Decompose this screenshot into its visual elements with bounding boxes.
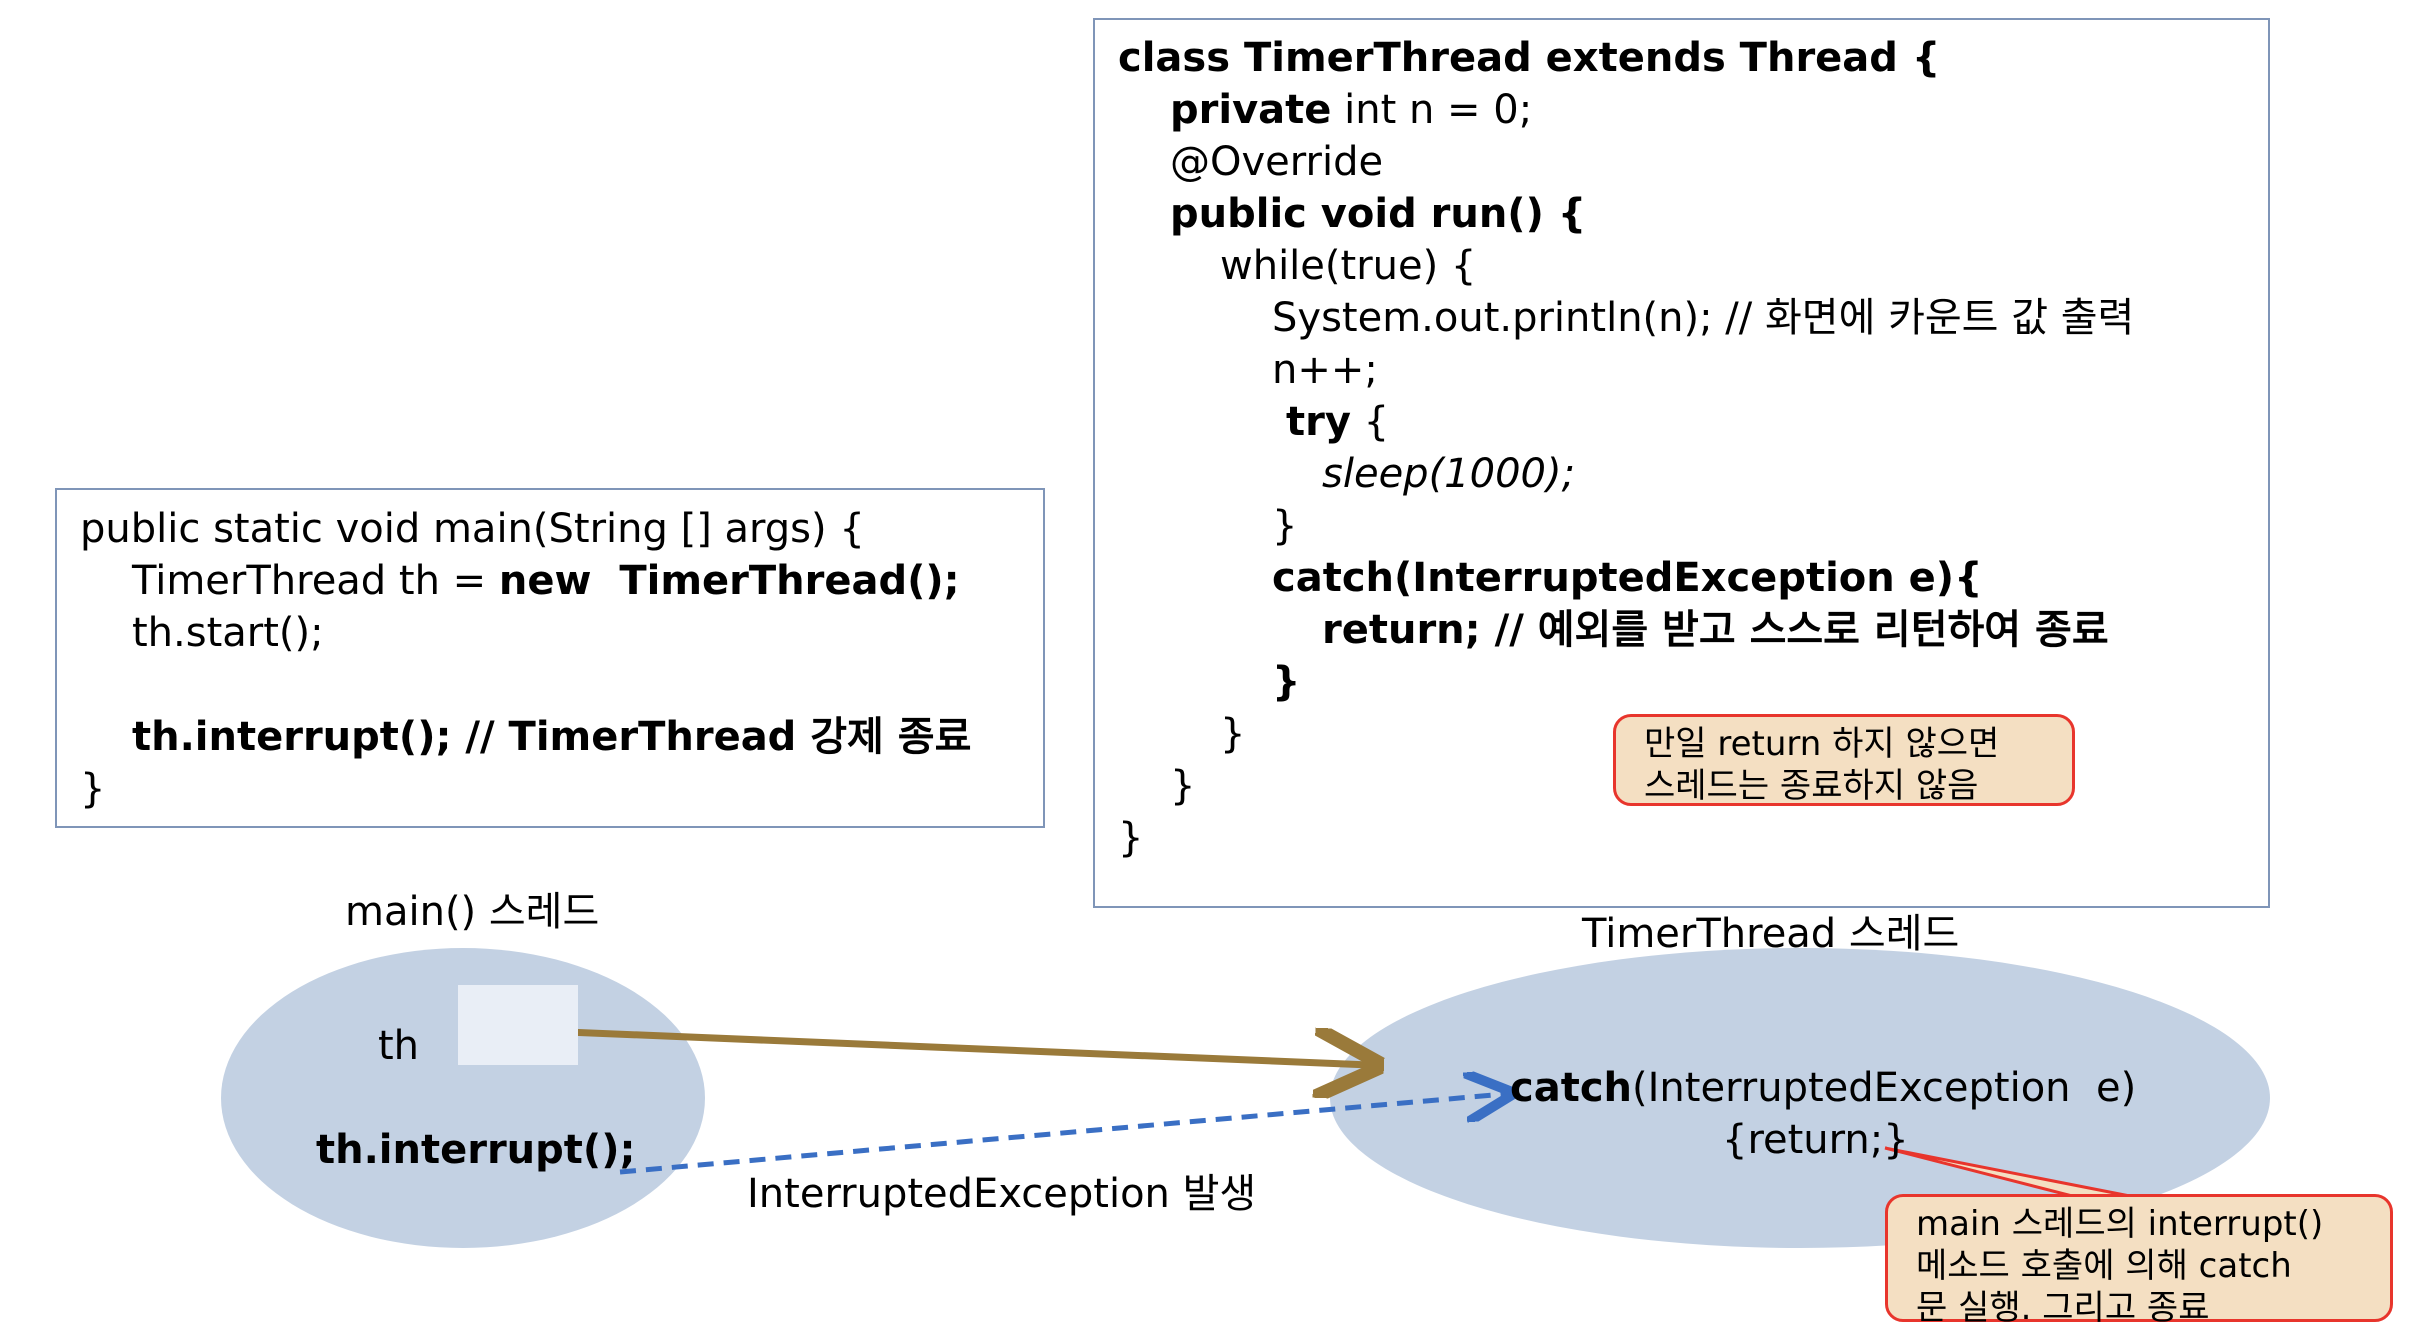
code-run-decl: public void run() { [1170, 191, 1587, 237]
main-thread-ellipse [221, 948, 705, 1248]
timer-thread-ellipse [1330, 948, 2270, 1248]
catch-callout-line1: main 스레드의 interrupt() [1916, 1204, 2324, 1244]
catch-clause-label: catch(InterruptedException e) [1510, 1065, 2137, 1111]
code-try-close: } [1272, 503, 1298, 549]
interrupt-call-label: th.interrupt(); [316, 1127, 636, 1173]
th-reference-box [458, 985, 578, 1065]
catch-callout-line3: 문 실행. 그리고 종료 [1916, 1288, 2210, 1328]
main-new-thread: TimerThread th = new TimerThread(); [132, 558, 960, 604]
code-increment: n++; [1272, 347, 1378, 393]
return-callout: 만일 return 하지 않으면 스레드는 종료하지 않음 [1613, 714, 2075, 806]
reference-arrow [517, 1026, 1370, 1065]
code-sleep: sleep(1000); [1322, 451, 1576, 497]
code-override-annotation: @Override [1170, 139, 1384, 185]
main-close: } [80, 766, 106, 812]
main-code-box [55, 488, 1045, 828]
th-label: th [378, 1023, 420, 1069]
main-thread-label: main() 스레드 [345, 889, 600, 935]
return-callout-line2: 스레드는 종료하지 않음 [1644, 766, 1979, 806]
main-decl: public static void main(String [] args) … [80, 506, 865, 552]
code-class-decl: class TimerThread extends Thread { [1118, 35, 1941, 81]
main-interrupt: th.interrupt(); // TimerThread 강제 종료 [132, 714, 972, 760]
main-start: th.start(); [132, 610, 324, 656]
code-catch: catch(InterruptedException e){ [1272, 555, 1983, 601]
code-while-close: } [1220, 711, 1246, 757]
catch-callout-line2: 메소드 호출에 의해 catch [1916, 1246, 2292, 1286]
code-run-close: } [1170, 763, 1196, 809]
code-field-decl: private int n = 0; [1170, 87, 1533, 133]
code-catch-close: } [1272, 659, 1301, 705]
timer-thread-label: TimerThread 스레드 [1582, 911, 1960, 957]
code-class-close: } [1118, 815, 1144, 861]
exception-arrow [619, 1094, 1505, 1175]
code-return: return; // 예외를 받고 스스로 리턴하여 종료 [1322, 607, 2109, 653]
catch-callout: main 스레드의 interrupt() 메소드 호출에 의해 catch 문… [1885, 1194, 2393, 1328]
code-try: try { [1286, 399, 1390, 445]
catch-body-label: {return;} [1722, 1117, 1909, 1163]
code-println: System.out.println(n); // 화면에 카운트 값 출력 [1272, 295, 2135, 341]
exception-label: InterruptedException 발생 [747, 1171, 1257, 1217]
code-while-loop: while(true) { [1220, 243, 1477, 289]
return-callout-line1: 만일 return 하지 않으면 [1644, 724, 2000, 764]
